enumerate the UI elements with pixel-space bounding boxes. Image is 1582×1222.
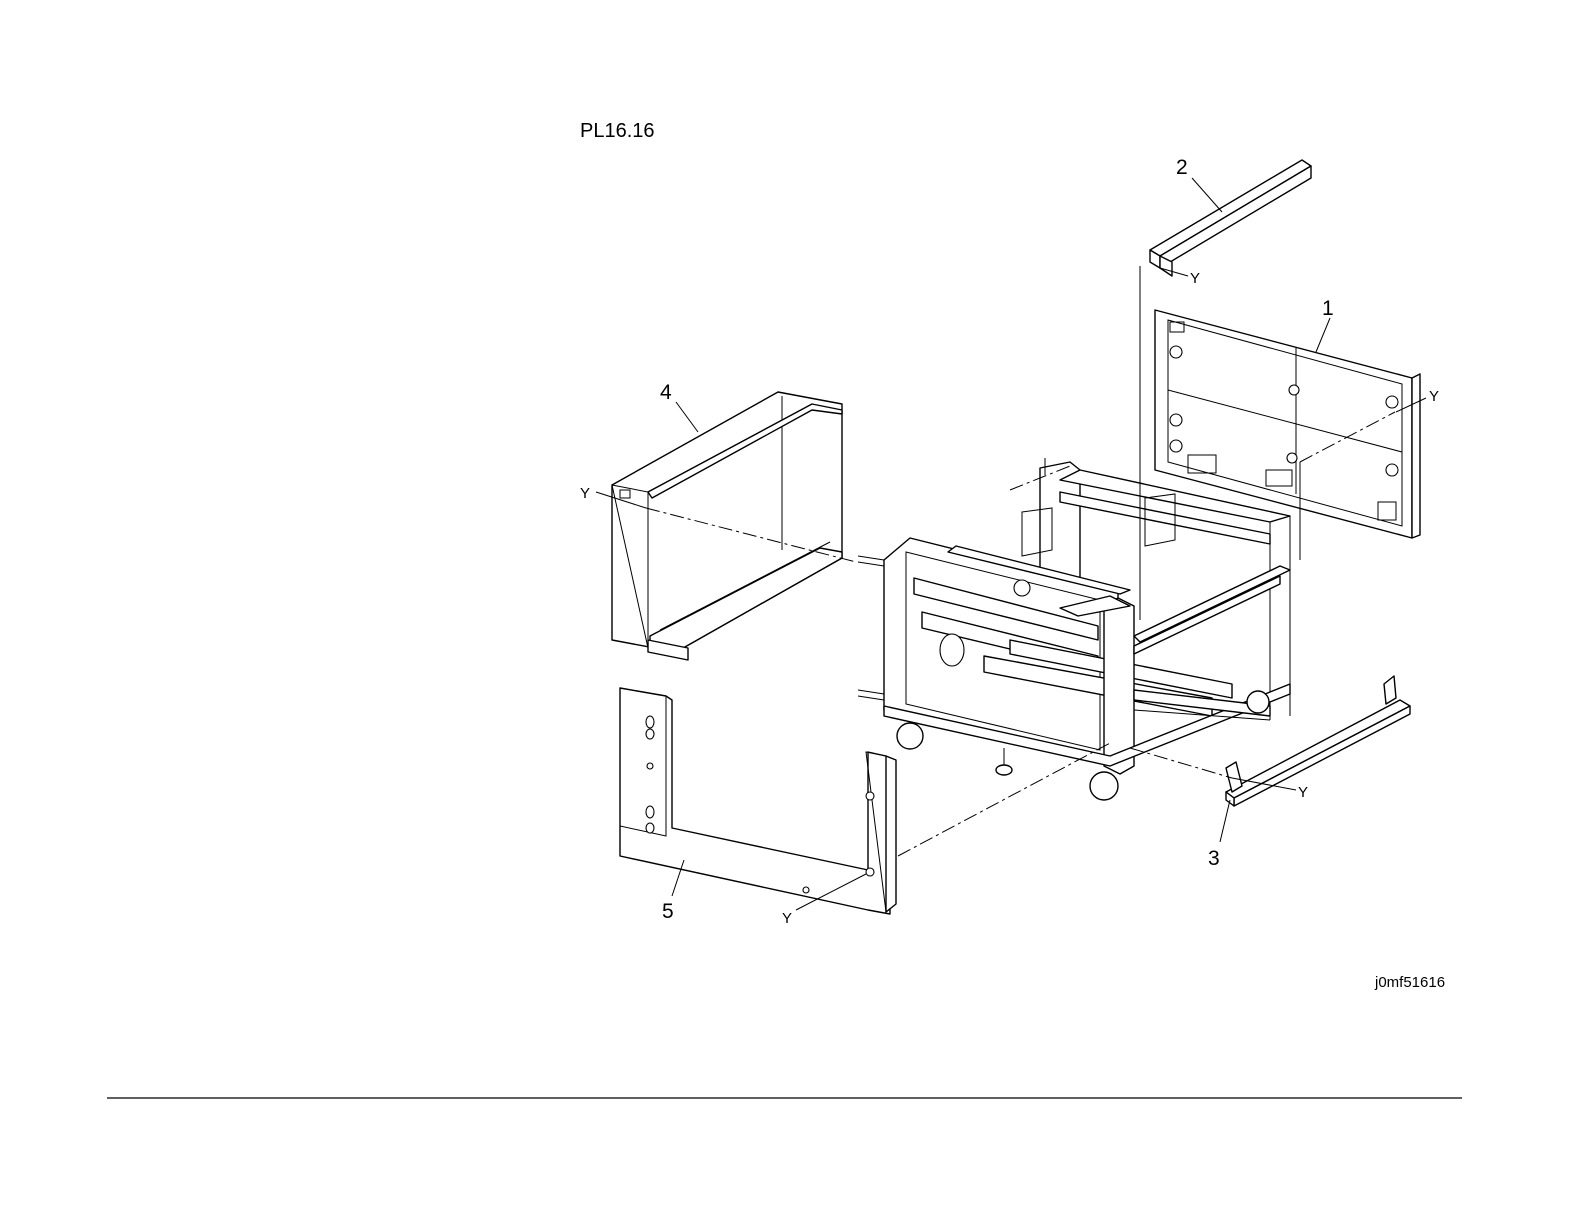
y-marker-part-3: Y (1298, 784, 1308, 801)
callout-2: 2 (1176, 156, 1188, 179)
figure-id: j0mf51616 (1374, 974, 1445, 991)
callout-1: 1 (1322, 297, 1334, 320)
y-marker-part-2: Y (1190, 270, 1200, 287)
y-marker-part-5: Y (782, 910, 792, 927)
callout-3: 3 (1208, 847, 1220, 870)
part-2-top-rail (1150, 160, 1311, 276)
plate-title: PL16.16 (580, 120, 655, 142)
part-4-side-cover (612, 392, 842, 660)
y-marker-part-1: Y (1429, 388, 1439, 405)
y-marker-part-4: Y (580, 485, 590, 502)
main-frame (858, 458, 1290, 800)
callout-4: 4 (660, 381, 672, 404)
callout-5: 5 (662, 900, 674, 923)
